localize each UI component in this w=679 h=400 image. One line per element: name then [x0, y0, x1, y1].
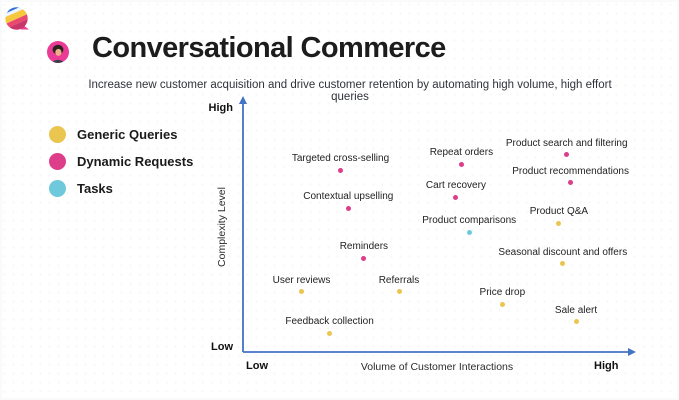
data-point-contextual-upselling	[345, 205, 351, 211]
data-point-label: Price drop	[479, 287, 526, 299]
data-point-seasonal-discount-and-offers	[560, 261, 566, 267]
data-point-product-comparisons	[466, 229, 472, 235]
data-point-label: Product Q&A	[529, 206, 589, 218]
x-axis-arrow-icon	[628, 348, 636, 356]
generic-queries-swatch-icon	[49, 125, 66, 143]
chart-axes	[239, 96, 636, 356]
y-axis-high-label: High	[208, 102, 233, 114]
y-axis-low-label: Low	[211, 341, 233, 353]
data-point-price-drop	[499, 301, 505, 307]
data-point-label: Product comparisons	[422, 215, 517, 227]
data-point-label: Contextual upselling	[303, 191, 394, 203]
data-point-product-recommendations	[568, 180, 574, 186]
data-point-label: Reminders	[339, 241, 389, 252]
data-point-label: Repeat orders	[429, 147, 494, 158]
legend-item-tasks: Tasks	[49, 177, 193, 199]
data-point-label: Seasonal discount and offers	[498, 246, 628, 258]
data-point-cart-recovery	[453, 194, 459, 200]
data-point-product-q-a	[556, 220, 562, 226]
data-point-label: Product search and filtering	[505, 137, 628, 149]
data-point-label: Cart recovery	[425, 180, 486, 192]
data-point-product-search-and-filtering	[564, 152, 570, 158]
data-point-label: Targeted cross-selling	[291, 153, 390, 165]
dynamic-requests-swatch-icon	[49, 152, 66, 170]
legend-item-generic-queries: Generic Queries	[49, 123, 193, 145]
person-avatar-icon	[47, 41, 69, 63]
data-point-reminders	[361, 255, 367, 261]
page-title: Conversational Commerce	[92, 32, 446, 64]
data-point-user-reviews	[299, 289, 304, 295]
data-point-label: Feedback collection	[285, 316, 374, 328]
beach-ball-chat-logo-icon	[1, 3, 32, 34]
legend-label: Generic Queries	[77, 126, 178, 142]
legend-label: Dynamic Requests	[77, 153, 194, 169]
data-point-label: User reviews	[272, 274, 331, 286]
data-point-referrals	[396, 289, 402, 295]
legend-item-dynamic-requests: Dynamic Requests	[49, 150, 193, 172]
y-axis-arrow-icon	[239, 96, 247, 104]
data-point-feedback-collection	[327, 330, 333, 336]
tasks-swatch-icon	[49, 179, 66, 197]
data-point-label: Sale alert	[554, 304, 598, 316]
data-point-repeat-orders	[458, 161, 464, 167]
data-point-targeted-cross-selling	[338, 167, 343, 173]
x-axis-high-label: High	[594, 360, 619, 372]
data-point-label: Product recommendations	[512, 165, 629, 177]
data-point-sale-alert	[573, 319, 579, 325]
x-axis-low-label: Low	[246, 360, 268, 372]
legend-label: Tasks	[77, 180, 113, 196]
page-subtitle: Increase new customer acquisition and dr…	[88, 79, 612, 103]
y-axis-title: Complexity Level	[216, 187, 228, 267]
x-axis-title: Volume of Customer Interactions	[360, 361, 514, 373]
data-point-label: Referrals	[378, 274, 420, 286]
